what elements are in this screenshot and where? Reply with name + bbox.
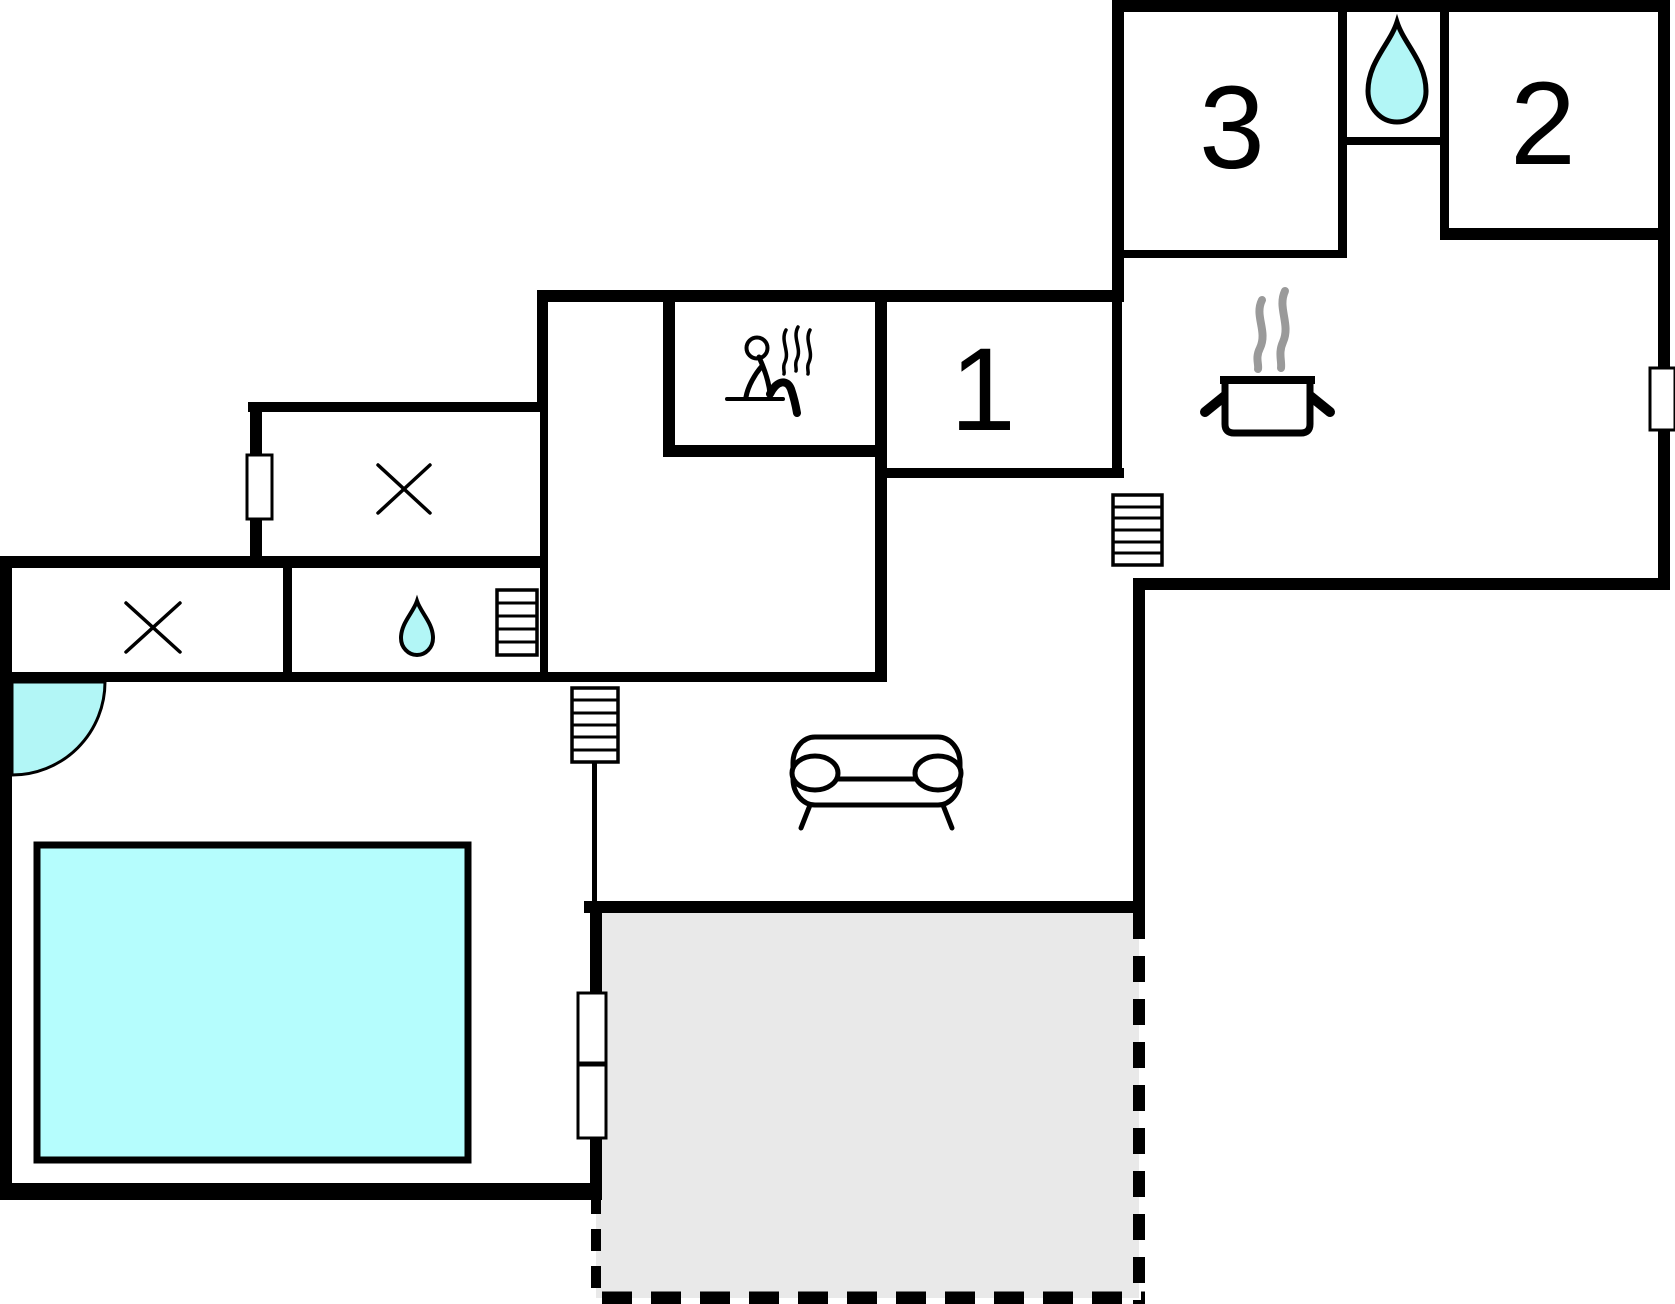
terrace-area bbox=[596, 907, 1139, 1298]
window-terrace-lower bbox=[576, 1063, 608, 1140]
sofa-icon bbox=[789, 734, 964, 831]
x-mark-upper-icon bbox=[376, 463, 432, 515]
room-3-label: 3 bbox=[1199, 62, 1265, 194]
stairs-kitchen-icon bbox=[1111, 493, 1164, 567]
room-2-label: 2 bbox=[1510, 58, 1576, 190]
x-mark-lower-icon bbox=[124, 601, 182, 654]
sauna-icon bbox=[725, 325, 813, 417]
window-right-wall bbox=[1648, 366, 1675, 432]
stairs-living-icon bbox=[570, 686, 620, 764]
room-1-label: 1 bbox=[950, 324, 1016, 456]
stairs-upper-icon bbox=[495, 588, 539, 657]
walls bbox=[0, 0, 1670, 1200]
water-drop-icon bbox=[1365, 13, 1429, 125]
terrace-dashed-border bbox=[591, 913, 1145, 1304]
door-swing-arc bbox=[10, 680, 107, 777]
pool bbox=[33, 841, 472, 1164]
windows bbox=[245, 366, 1675, 1140]
small-water-drop-icon bbox=[398, 594, 436, 657]
window-terrace-upper bbox=[576, 991, 608, 1065]
kitchen-pot-icon bbox=[1200, 287, 1335, 437]
window-left-room bbox=[245, 453, 274, 521]
